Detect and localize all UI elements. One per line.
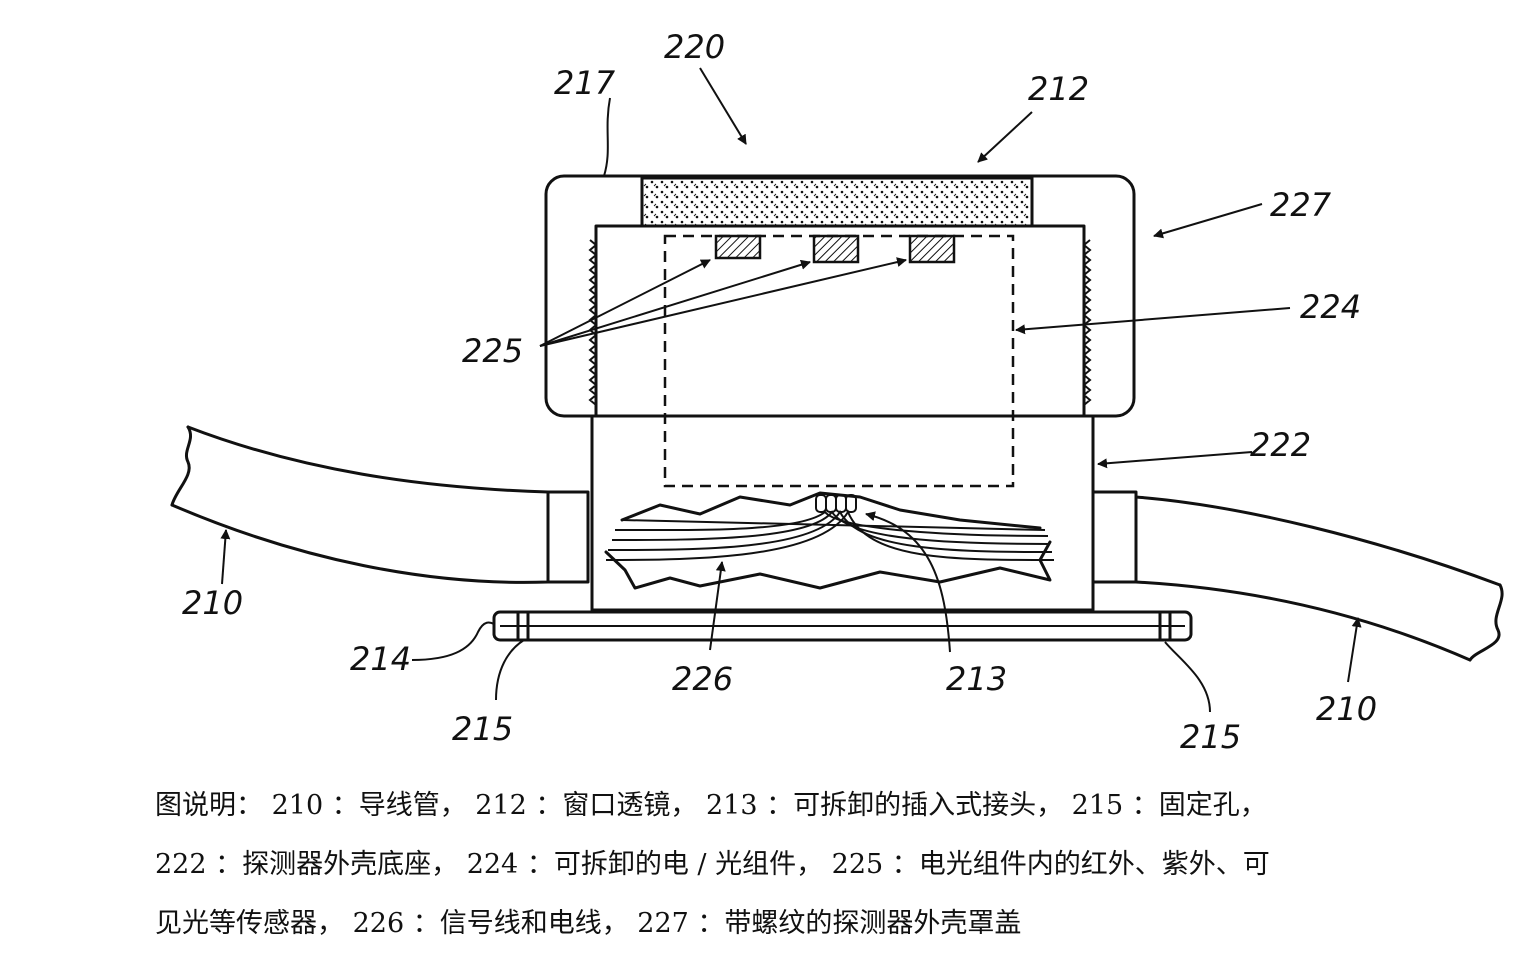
label-220: 220: [664, 28, 725, 66]
label-224: 224: [1300, 288, 1361, 326]
signal-wires: [605, 509, 1055, 561]
housing-base: [590, 414, 1095, 612]
conduit-right: [1134, 495, 1502, 662]
label-222: 222: [1250, 426, 1311, 464]
caption-line-1: 图说明： 210 ：导线管， 212 ：窗口透镜， 213 ：可拆卸的插入式接头…: [155, 790, 1267, 821]
cutaway-top: [620, 491, 1042, 530]
label-217: 217: [554, 64, 616, 102]
cutaway-bottom: [604, 540, 1052, 590]
label-210-left: 210: [182, 584, 243, 622]
sensor-1: [714, 234, 762, 260]
label-213: 213: [946, 660, 1007, 698]
conduit-right-cut: [1468, 583, 1504, 662]
detector-housing-figure: 220 217 212 227 224 225 222 210 214 226 …: [170, 28, 1504, 756]
conduit-left-cut: [170, 425, 193, 507]
window-lens: [640, 176, 1034, 228]
label-210-right: 210: [1316, 690, 1377, 728]
label-215-left: 215: [452, 710, 513, 748]
conduit-left: [170, 425, 550, 584]
caption-line-3: 见光等传感器， 226 ：信号线和电线， 227 ：带螺纹的探测器外壳罩盖: [155, 908, 1022, 939]
connector-left: [546, 490, 590, 584]
label-215-right: 215: [1180, 718, 1241, 756]
threaded-cover: [544, 174, 1136, 418]
label-214: 214: [350, 640, 411, 678]
sensor-2: [812, 234, 860, 264]
label-212: 212: [1028, 70, 1089, 108]
mounting-plate: [492, 610, 1193, 642]
fixing-hole-right: [1158, 610, 1172, 642]
label-227: 227: [1270, 186, 1332, 224]
label-225: 225: [462, 332, 523, 370]
label-226: 226: [672, 660, 733, 698]
fixing-hole-left: [516, 610, 530, 642]
sensor-3: [908, 234, 956, 264]
electro-optical-assembly: [663, 234, 1015, 488]
connector-right: [1091, 490, 1138, 584]
caption-line-2: 222 ：探测器外壳底座， 224 ：可拆卸的电 / 光组件， 225 ：电光组…: [155, 849, 1270, 880]
plug-in-connector: [815, 494, 857, 513]
figure-caption: 图说明： 210 ：导线管， 212 ：窗口透镜， 213 ：可拆卸的插入式接头…: [155, 776, 1495, 953]
